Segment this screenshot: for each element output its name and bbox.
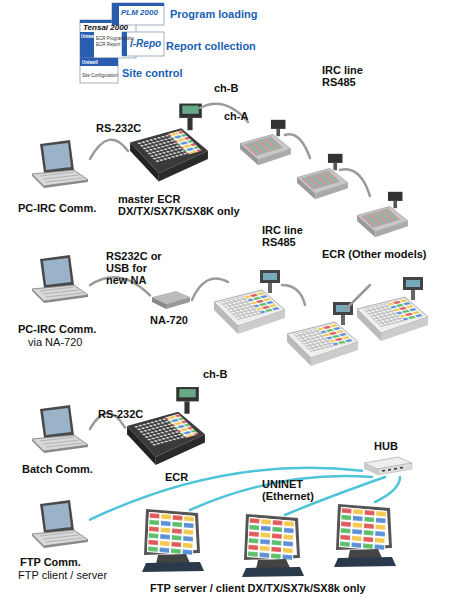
cable-label: RS-232C: [96, 122, 141, 134]
label: ch-A: [224, 110, 248, 122]
label: PLM 2000: [121, 8, 158, 17]
label: Program loading: [170, 8, 257, 20]
device-label: ECR: [165, 471, 188, 483]
device-node: PC-IRC Comm.: [30, 140, 90, 190]
device-label: FTP client / server: [18, 569, 107, 581]
device-node: PC-IRC Comm.via NA-720: [30, 255, 90, 305]
device-node: FTP Comm.FTP client / server: [30, 500, 90, 550]
label: IRC line RS485: [262, 224, 310, 248]
label: Uniwell: [81, 34, 97, 39]
label: Report collection: [166, 40, 256, 52]
device-pictures: [32, 104, 428, 577]
device-label: master ECR DX/TX/SX7K/SX8K only: [118, 193, 268, 217]
label: Tensai 2000: [83, 23, 128, 32]
device-label: PC-IRC Comm.: [18, 323, 96, 335]
device-node: HUB: [362, 455, 414, 477]
device-label: NA-720: [150, 314, 188, 326]
device-label: PC-IRC Comm.: [18, 202, 96, 214]
device-node: ECR: [125, 385, 207, 467]
label: ch-B: [214, 82, 238, 94]
label: ECR Report: [96, 42, 120, 47]
device-label: via NA-720: [28, 336, 82, 348]
cable-label: RS-232C: [98, 408, 143, 420]
label: IRC line RS485: [322, 64, 370, 88]
device-node: NA-720: [150, 287, 192, 311]
cable: [90, 140, 128, 159]
cable-label: UNINET (Ethernet): [262, 478, 322, 502]
cable: [90, 468, 362, 520]
label: Site control: [122, 67, 183, 79]
cable-label: RS232C or USB for new NA: [106, 250, 164, 286]
label: i-Repo: [130, 38, 161, 49]
device-node: master ECR DX/TX/SX7K/SX8K only: [128, 100, 210, 185]
ethernet-wires: [190, 476, 400, 515]
label: Site Configuration: [82, 73, 118, 78]
device-label: Batch Comm.: [22, 463, 93, 475]
device-node: Batch Comm.: [30, 405, 90, 455]
device-label: HUB: [374, 440, 398, 452]
label: ECR Programming: [96, 36, 134, 41]
device-label: FTP Comm.: [20, 556, 81, 568]
label: ch-B: [203, 368, 227, 380]
label: FTP server / client DX/TX/SX7k/SX8k only: [150, 582, 366, 594]
label: ECR (Other models): [322, 248, 427, 260]
label: Uniwell: [82, 60, 98, 65]
